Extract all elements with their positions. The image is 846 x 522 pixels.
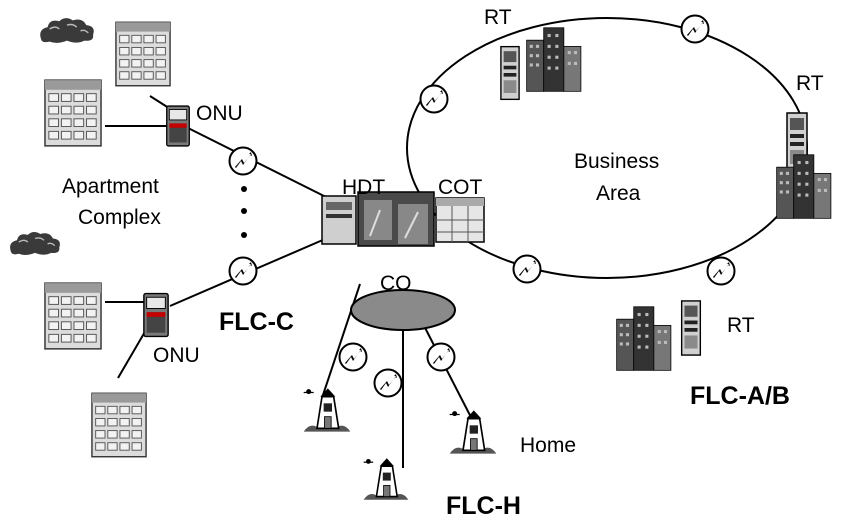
rt-label-bottom: RT bbox=[727, 314, 755, 337]
rt-cabinet-icon bbox=[682, 301, 701, 355]
hdt-equipment bbox=[322, 192, 434, 246]
fiber-node-icon bbox=[375, 370, 402, 397]
rt-label-top: RT bbox=[484, 6, 512, 29]
fiber-node-icon bbox=[708, 258, 735, 285]
apartment-building-icon bbox=[45, 283, 101, 349]
ellipsis-dots bbox=[241, 186, 247, 238]
onu-label-top: ONU bbox=[196, 102, 243, 125]
co-node bbox=[351, 290, 455, 330]
fiber-node-icon bbox=[340, 344, 367, 371]
apartment-building-icon bbox=[116, 22, 170, 85]
business-area-line1: Business bbox=[574, 150, 659, 173]
fiber-node-icon bbox=[682, 16, 709, 43]
house-icon bbox=[364, 458, 409, 500]
tree-cluster-icon bbox=[10, 232, 60, 255]
fiber-node-icon bbox=[230, 258, 257, 285]
tree-cluster-icon bbox=[40, 18, 94, 43]
flc-ab-label: FLC-A/B bbox=[690, 382, 790, 410]
flc-c-label: FLC-C bbox=[219, 308, 294, 336]
apartment-complex-line1: Apartment bbox=[62, 175, 159, 198]
rt-cabinet-icon bbox=[501, 47, 519, 100]
fiber-node-icon bbox=[230, 148, 257, 175]
apartment-building-icon bbox=[45, 80, 101, 146]
onu-label-bottom: ONU bbox=[153, 344, 200, 367]
fiber-node-icon bbox=[514, 256, 541, 283]
connection-lines bbox=[105, 96, 475, 468]
flc-h-label: FLC-H bbox=[446, 492, 521, 520]
cot-equipment bbox=[436, 198, 484, 242]
co-label: CO bbox=[380, 272, 412, 295]
fiber-node-icon bbox=[428, 344, 455, 371]
rt-site-right bbox=[777, 113, 831, 218]
business-area-line2: Area bbox=[596, 182, 641, 205]
office-tower-icon bbox=[617, 307, 671, 371]
office-tower-icon bbox=[527, 28, 581, 92]
apartment-complex-line2: Complex bbox=[78, 206, 161, 229]
hdt-label: HDT bbox=[342, 176, 385, 199]
onu-device-icon bbox=[167, 106, 190, 146]
cot-label: COT bbox=[438, 176, 483, 199]
office-tower-icon bbox=[777, 155, 831, 219]
fiber-node-icon bbox=[421, 86, 448, 113]
house-icon bbox=[304, 388, 351, 431]
onu-device-icon bbox=[144, 294, 168, 337]
apartment-building-icon bbox=[92, 393, 146, 456]
rt-site-bottom bbox=[617, 301, 701, 370]
house-icon bbox=[450, 410, 497, 453]
rt-label-right: RT bbox=[796, 72, 824, 95]
home-label: Home bbox=[520, 434, 576, 457]
rt-site-top bbox=[501, 28, 581, 100]
